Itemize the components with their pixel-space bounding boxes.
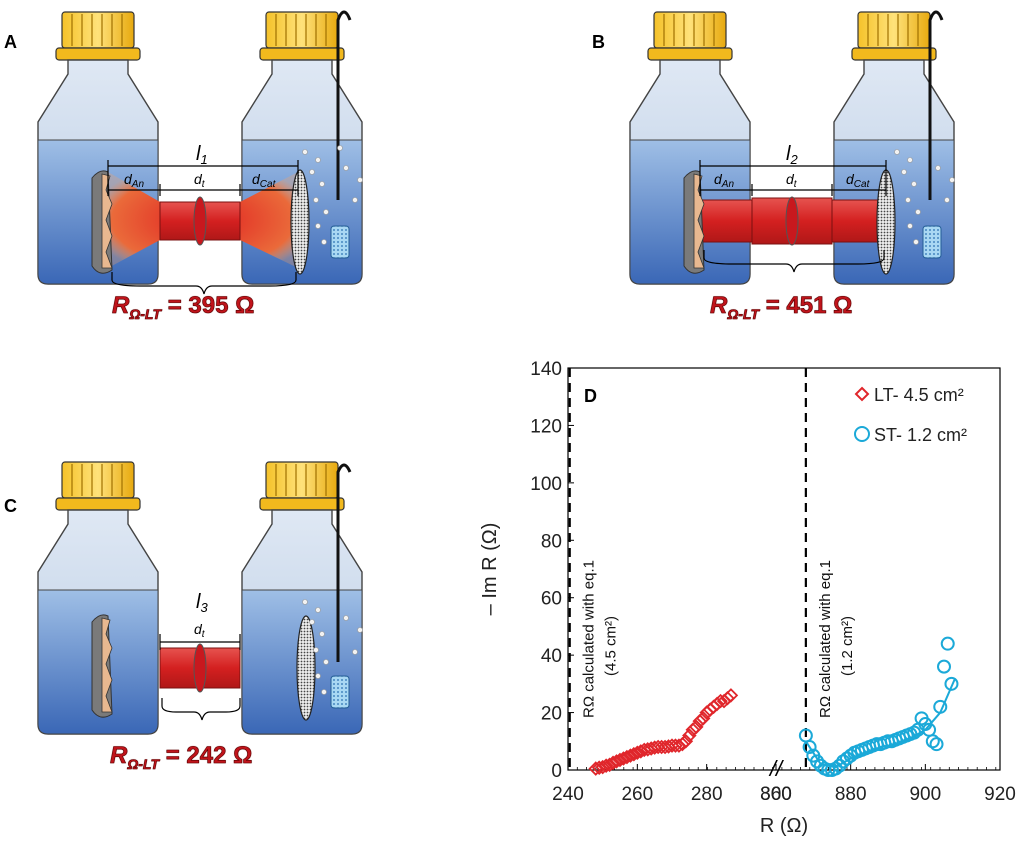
data-point-st [810,754,825,769]
y-tick-label: 140 [530,359,562,380]
data-point-lt [609,754,624,769]
panel-label-b: B [592,32,605,52]
annotation-line2: (1.2 cm²) [839,616,856,676]
legend-marker-st [854,426,870,442]
data-point-lt [695,711,711,726]
panel-label-c: C [4,496,17,516]
data-point-lt [661,739,676,754]
y-tick-label: 20 [541,704,562,725]
legend-label: LT- 4.5 cm² [874,385,964,405]
a-d-cat: dCat [252,171,277,190]
b-d-cat: dCat [846,171,871,190]
a-resistance-label: RΩ-LT = 395 Ω [112,292,255,322]
annotation-line1: RΩ calculated with eq.1 [581,560,598,718]
annotation-line2: (4.5 cm²) [603,616,620,676]
data-point-st [929,737,944,752]
data-point-lt [647,740,662,755]
legend-label: ST- 1.2 cm² [874,425,967,445]
a-length-label: l1 [196,143,208,167]
b-resistance-label: RΩ-LT = 451 Ω [710,292,853,322]
data-point-lt [623,748,638,763]
y-tick-label: 40 [541,646,562,667]
b-d-an: dAn [714,171,734,190]
data-point-lt [668,738,683,753]
data-point-lt [678,734,694,749]
b-d-t: dt [786,171,798,190]
x-tick-label: 860 [760,784,792,805]
data-point-lt [595,759,610,775]
data-point-st [843,748,858,763]
x-tick-label: 920 [984,784,1016,805]
data-point-st [933,699,948,714]
x-tick-label: 300 [760,784,792,805]
data-point-lt [602,757,617,773]
data-point-st [925,734,940,749]
x-tick-label: 880 [835,784,867,805]
data-point-lt [720,690,735,706]
data-point-lt [692,713,708,729]
panel-a-diagram [37,10,363,295]
b-length-label: l2 [786,143,798,167]
c-resistance-label: RΩ-LT = 242 Ω [110,742,253,772]
a-d-t: dt [194,171,206,190]
x-axis-label: R (Ω) [760,815,808,837]
legend-marker-lt [854,386,870,402]
data-point-st [802,740,817,755]
data-point-lt [605,755,621,771]
panel-b-diagram [629,10,955,285]
data-point-st [937,659,951,674]
data-point-lt [616,751,631,766]
y-tick-label: 120 [530,416,562,437]
plot-frame [567,367,1001,771]
y-tick-label: 0 [551,761,562,782]
panel-label-a: A [4,32,17,52]
data-point-lt [630,745,645,761]
y-tick-label: 80 [541,531,562,552]
data-point-lt [685,722,701,738]
data-point-st [940,636,955,651]
x-tick-label: 260 [621,784,653,805]
y-axis-label: – Im R (Ω) [479,523,501,616]
data-point-st [944,676,959,691]
data-point-lt [619,749,635,765]
data-point-lt [626,746,642,762]
data-point-lt [713,693,728,709]
x-tick-label: 900 [909,784,941,805]
data-point-lt [598,758,614,773]
c-length-label: l3 [196,591,208,615]
data-point-lt [675,736,690,752]
a-d-an: dAn [124,171,144,190]
panel-c-diagram [37,461,363,735]
c-d-t: dt [194,621,206,640]
data-point-lt [612,752,628,768]
y-tick-label: 100 [530,474,562,495]
data-point-lt [709,696,725,712]
data-point-lt [682,728,697,743]
panel-label-d: D [584,386,597,406]
x-tick-label: 240 [552,784,584,805]
data-point-lt [688,719,704,735]
x-tick-label: 280 [691,784,723,805]
data-point-st [832,758,847,773]
y-tick-label: 60 [541,589,562,610]
data-point-lt [723,688,739,703]
axis-break: // [768,756,784,781]
annotation-line1: RΩ calculated with eq.1 [817,560,834,718]
data-point-st [907,725,922,740]
data-point-st [828,761,843,776]
